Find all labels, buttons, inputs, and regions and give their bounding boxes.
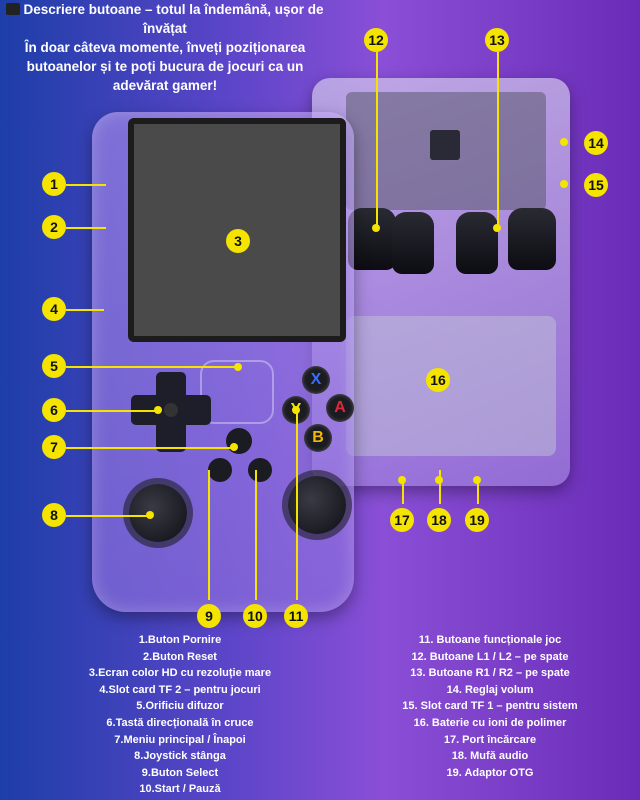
marker-11: 11 <box>284 604 308 628</box>
legend-item-1: 1.Buton Pornire <box>138 634 222 646</box>
marker-18: 18 <box>427 508 451 532</box>
legend-item-3: 3.Ecran color HD cu rezoluție mare <box>88 667 272 680</box>
marker-4: 4 <box>42 297 66 321</box>
leader-line-9 <box>208 470 210 600</box>
trigger-r2 <box>508 208 556 270</box>
leader-line-17 <box>402 480 404 504</box>
leader-line-8 <box>66 515 150 517</box>
legend-item-7: 7.Meniu principal / Înapoi <box>114 733 246 746</box>
menu-button <box>226 428 252 454</box>
processor-chip <box>430 130 460 160</box>
legend-item-9: 9.Buton Select <box>141 766 219 779</box>
legend-item-4: 4.Slot card TF 2 – pentru jocuri <box>99 683 261 696</box>
leader-line-7 <box>66 447 234 449</box>
marker-5: 5 <box>42 354 66 378</box>
leader-line-4 <box>66 309 104 311</box>
marker-10: 10 <box>243 604 267 628</box>
leader-dot-13 <box>493 224 501 232</box>
legend-right: 11. Butoane funcționale joc 12. Butoane … <box>350 632 630 781</box>
marker-15: 15 <box>584 173 608 197</box>
leader-line-5 <box>66 366 238 368</box>
header-text: Descriere butoane – totul la îndemână, u… <box>0 0 330 95</box>
legend-item-5: 5.Orificiu difuzor <box>136 700 224 713</box>
marker-3: 3 <box>226 229 250 253</box>
marker-19: 19 <box>465 508 489 532</box>
b-button: B <box>304 424 332 452</box>
legend-item-10: 10.Start / Pauză <box>139 783 221 796</box>
dpad-center <box>164 403 178 417</box>
device-screen <box>128 118 346 342</box>
legend-item-6: 6.Tastă direcțională în cruce <box>106 716 254 729</box>
legend-item-11: 11. Butoane funcționale joc <box>418 634 562 646</box>
leader-dot-17 <box>398 476 406 484</box>
leader-dot-12 <box>372 224 380 232</box>
marker-9: 9 <box>197 604 221 628</box>
legend-item-17: 17. Port încărcare <box>443 733 537 746</box>
marker-6: 6 <box>42 398 66 422</box>
leader-dot-5 <box>234 363 242 371</box>
leader-dot-7 <box>230 443 238 451</box>
legend-item-19: 19. Adaptor OTG <box>446 766 534 779</box>
trigger-r1 <box>456 212 498 274</box>
leader-line-10 <box>255 470 257 600</box>
legend-item-12: 12. Butoane L1 / L2 – pe spate <box>411 650 569 663</box>
marker-17: 17 <box>390 508 414 532</box>
left-joystick <box>129 484 187 542</box>
marker-1: 1 <box>42 172 66 196</box>
header-line-2: învățat <box>143 21 187 36</box>
legend-item-14: 14. Reglaj volum <box>446 683 534 696</box>
leader-dot-18 <box>435 476 443 484</box>
leader-dot-11 <box>292 406 300 414</box>
header-line-1: Descriere butoane – totul la îndemână, u… <box>0 0 330 19</box>
gamepad-icon <box>6 3 21 15</box>
header-line-3: În doar câteva momente, înveți poziționa… <box>24 40 306 55</box>
leader-dot-14 <box>560 138 568 146</box>
x-button: X <box>302 366 330 394</box>
legend-item-8: 8.Joystick stânga <box>134 750 226 763</box>
speaker-grille <box>200 360 274 424</box>
leader-dot-15 <box>560 180 568 188</box>
trigger-l2 <box>348 208 396 270</box>
legend-item-2: 2.Buton Reset <box>143 650 217 663</box>
leader-line-19 <box>477 480 479 504</box>
header-line-4: butoanelor și te poți bucura de jocuri c… <box>26 59 304 74</box>
leader-dot-19 <box>473 476 481 484</box>
marker-13: 13 <box>485 28 509 52</box>
legend-item-18: 18. Mufă audio <box>451 750 529 763</box>
marker-16: 16 <box>426 368 450 392</box>
legend-item-13: 13. Butoane R1 / R2 – pe spate <box>410 667 570 680</box>
start-button <box>248 458 272 482</box>
leader-line-11 <box>296 410 298 600</box>
marker-8: 8 <box>42 503 66 527</box>
leader-dot-6 <box>154 406 162 414</box>
leader-line-18 <box>439 470 441 504</box>
trigger-l1 <box>392 212 434 274</box>
leader-line-12 <box>376 52 378 230</box>
header-line-5: adevărat gamer! <box>112 78 218 93</box>
leader-line-6 <box>66 410 158 412</box>
marker-2: 2 <box>42 215 66 239</box>
marker-7: 7 <box>42 435 66 459</box>
leader-dot-8 <box>146 511 154 519</box>
legend-item-15: 15. Slot card TF 1 – pentru sistem <box>402 700 578 713</box>
legend-item-16: 16. Baterie cu ioni de polimer <box>413 716 567 729</box>
a-button: A <box>326 394 354 422</box>
leader-line-1 <box>66 184 106 186</box>
select-button <box>208 458 232 482</box>
marker-12: 12 <box>364 28 388 52</box>
header-line-1-text: Descriere butoane – totul la îndemână, u… <box>23 2 324 17</box>
legend-left: 1.Buton Pornire 2.Buton Reset 3.Ecran co… <box>40 632 320 798</box>
marker-14: 14 <box>584 131 608 155</box>
leader-line-13 <box>497 52 499 230</box>
leader-line-2 <box>66 227 106 229</box>
battery-pack <box>346 316 556 456</box>
